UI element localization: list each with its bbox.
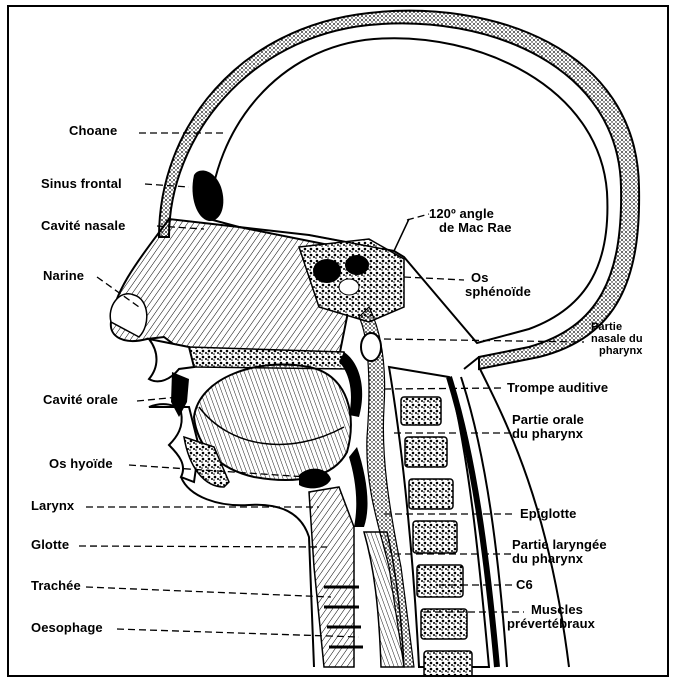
label-sinus-frontal: Sinus frontal [41, 177, 122, 191]
label-muscles-prevertebraux: Muscles prévertébraux [507, 603, 595, 631]
label-mac-rae-angle-line2: de Mac Rae [429, 221, 512, 235]
label-partie-nasale-line2: nasale du [591, 333, 643, 345]
auditory-tube [361, 333, 381, 361]
label-mac-rae-angle-line1: 120º angle [429, 207, 512, 221]
label-partie-nasale-line3: pharynx [591, 345, 643, 357]
label-partie-laryngee: Partie laryngée du pharynx [512, 538, 607, 566]
label-partie-laryngee-line2: du pharynx [512, 552, 607, 566]
diagram-frame: Choane Sinus frontal Cavité nasale Narin… [7, 5, 669, 677]
label-oesophage: Oesophage [31, 621, 103, 635]
label-partie-laryngee-line1: Partie laryngée [512, 538, 607, 552]
label-muscles-line2: prévertébraux [507, 617, 595, 631]
label-choane: Choane [69, 124, 117, 138]
sagittal-head-illustration [9, 7, 669, 677]
label-epiglotte: Epiglotte [520, 507, 577, 521]
label-partie-orale-line1: Partie orale [512, 413, 584, 427]
label-larynx: Larynx [31, 499, 74, 513]
label-c6: C6 [516, 578, 533, 592]
label-partie-orale-line2: du pharynx [512, 427, 584, 441]
larynx-structure [309, 487, 354, 667]
label-os-sphenoide-line2: sphénoïde [465, 285, 531, 299]
label-narine: Narine [43, 269, 84, 283]
label-glotte: Glotte [31, 538, 69, 552]
label-muscles-line1: Muscles [507, 603, 595, 617]
label-partie-nasale-line1: Partie [591, 321, 643, 333]
label-os-sphenoide-line1: Os [465, 271, 531, 285]
label-cavite-nasale: Cavité nasale [41, 219, 125, 233]
label-trachee: Trachée [31, 579, 81, 593]
label-cavite-orale: Cavité orale [43, 393, 118, 407]
neck-front [181, 477, 314, 667]
label-partie-nasale: Partie nasale du pharynx [591, 321, 643, 357]
label-mac-rae-angle: 120º angle de Mac Rae [429, 207, 512, 235]
label-trompe-auditive: Trompe auditive [507, 381, 608, 395]
epiglottis [349, 447, 368, 527]
label-os-sphenoide: Os sphénoïde [465, 271, 531, 299]
label-os-hyoide: Os hyoïde [49, 457, 113, 471]
label-partie-orale: Partie orale du pharynx [512, 413, 584, 441]
